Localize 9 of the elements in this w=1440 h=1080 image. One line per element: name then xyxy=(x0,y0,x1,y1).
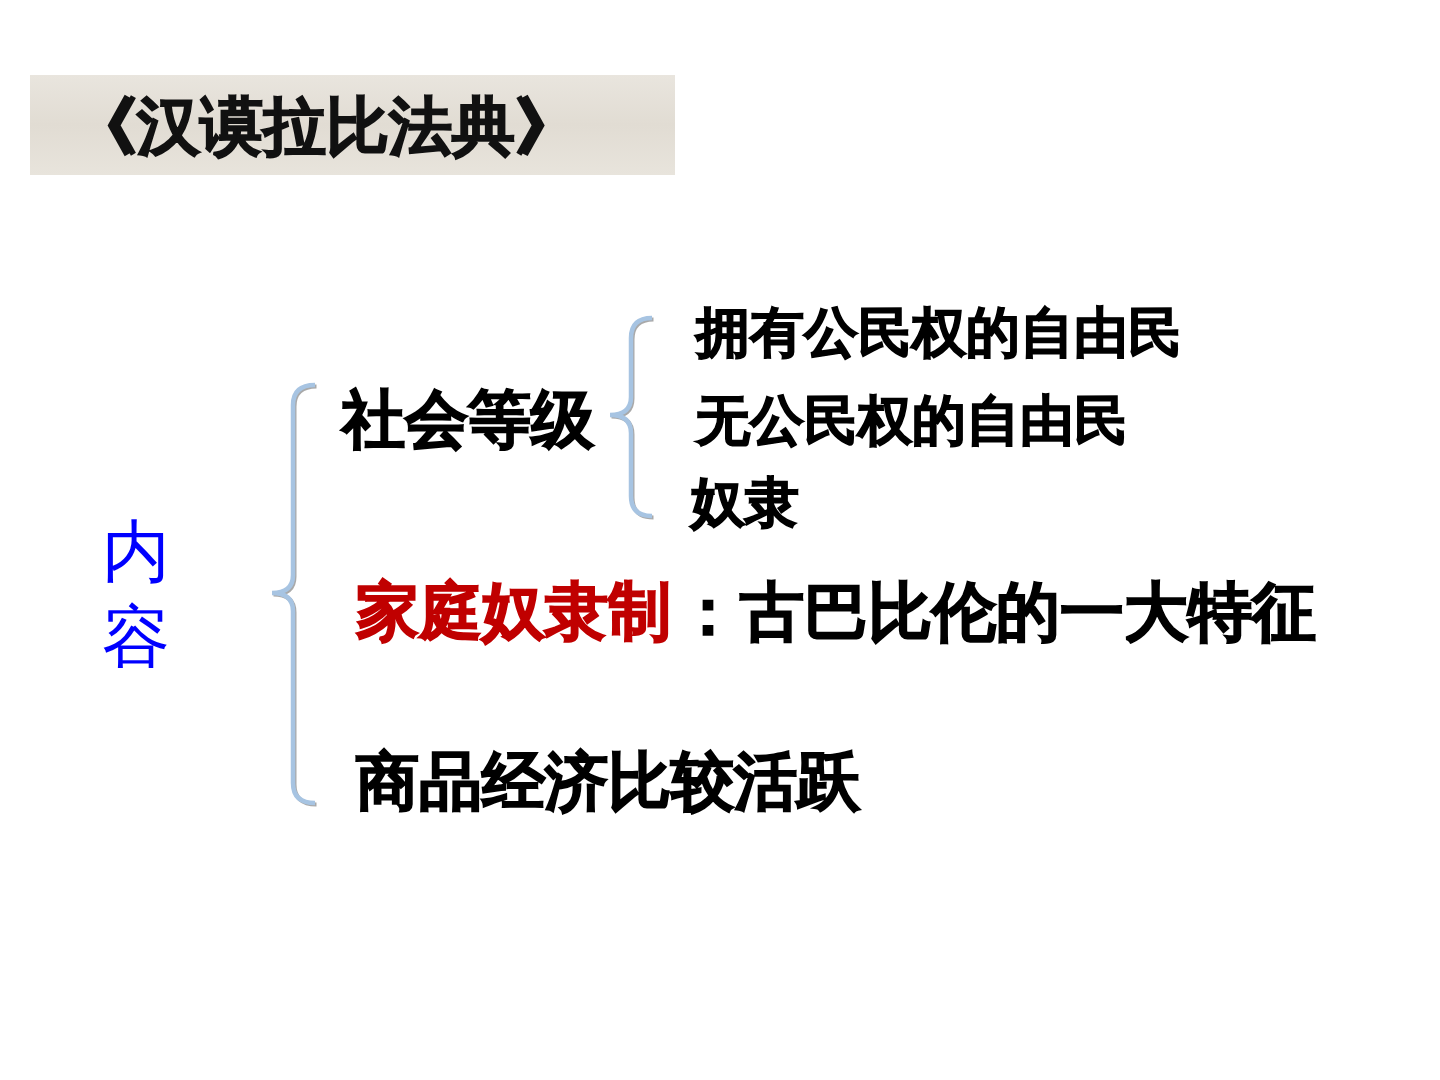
category-label: 商品经济比较活跃 xyxy=(356,750,860,813)
category-label: 社会等级 xyxy=(342,388,594,451)
topic-label: 内容 xyxy=(102,511,170,678)
item-label: 无公民权的自由民 xyxy=(696,394,1128,448)
highlight-label: 家庭奴隶制 xyxy=(356,580,671,643)
title: 《汉谟拉比法典》 xyxy=(74,95,578,158)
description-label: ：古巴比伦的一大特征 xyxy=(676,580,1316,644)
item-label: 奴隶 xyxy=(691,476,799,530)
item-label: 拥有公民权的自由民 xyxy=(696,306,1182,360)
